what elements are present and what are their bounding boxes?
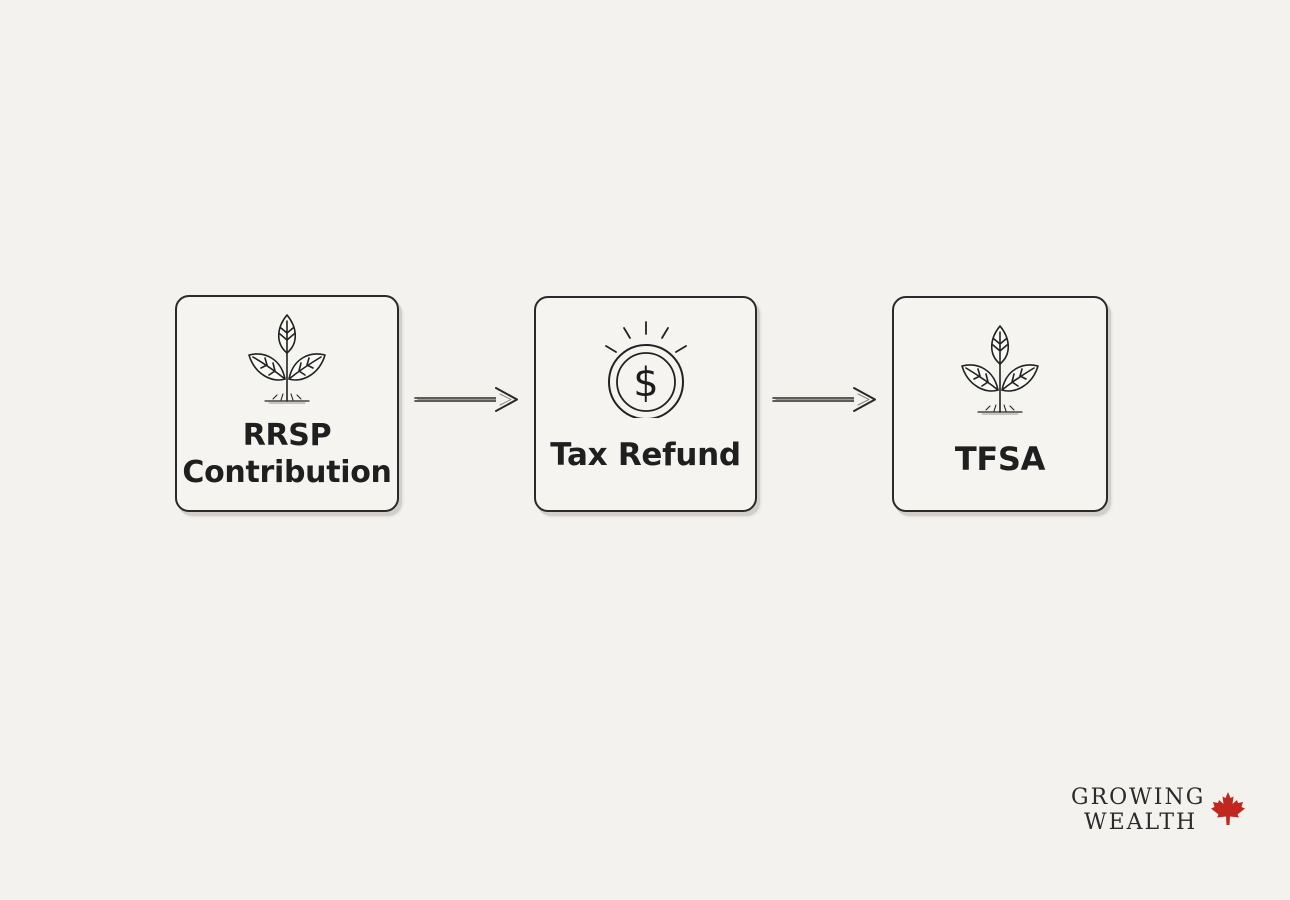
node-label-line: RRSP <box>242 418 332 453</box>
node-rrsp-contribution: RRSP Contribution <box>175 295 399 512</box>
flow-arrow-icon <box>412 384 522 418</box>
brand-logo: GROWING WEALTH <box>1068 785 1253 837</box>
sprout-icon <box>247 313 327 409</box>
brand-line-2: WEALTH <box>1084 810 1198 835</box>
node-label: RRSP Contribution <box>177 417 397 491</box>
node-tax-refund: $ Tax Refund <box>534 296 757 512</box>
node-label-line: Contribution <box>182 455 392 490</box>
node-label-line: Tax Refund <box>550 437 741 473</box>
dollar-coin-icon: $ <box>596 318 696 422</box>
maple-leaf-icon <box>1209 791 1247 831</box>
flow-arrow-icon <box>770 384 880 418</box>
node-label: Tax Refund <box>536 437 755 474</box>
node-label: TFSA <box>894 440 1106 478</box>
node-tfsa: TFSA <box>892 296 1108 512</box>
sprout-icon <box>960 324 1040 420</box>
brand-line-1: GROWING <box>1071 785 1206 810</box>
node-label-line: TFSA <box>954 440 1046 478</box>
svg-text:$: $ <box>633 360 658 406</box>
